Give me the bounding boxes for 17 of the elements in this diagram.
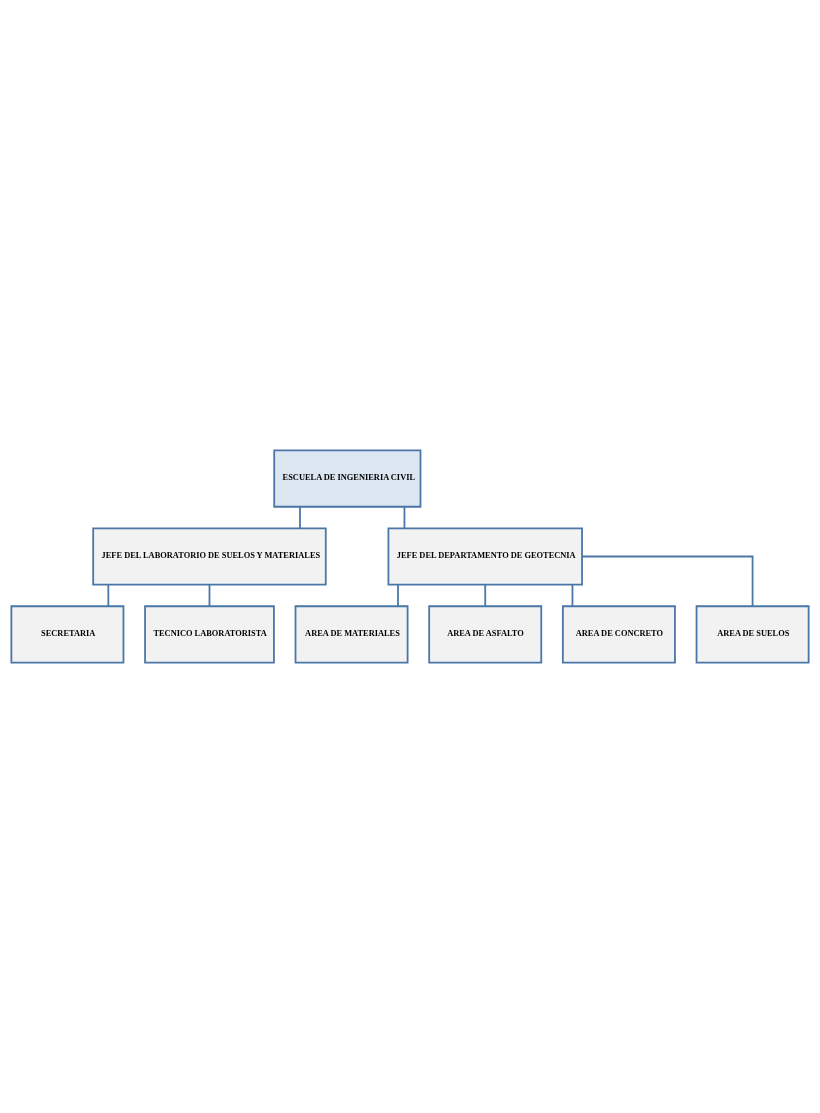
connector <box>484 583 487 608</box>
connector <box>403 506 406 530</box>
node-box: JEFE DEL DEPARTAMENTO DE GEOTECNIA <box>387 527 583 586</box>
node-box: AREA DE MATERIALES <box>294 605 409 664</box>
connector <box>208 583 211 608</box>
node-box: ESCUELA DE INGENIERIA CIVIL <box>273 449 422 508</box>
connector <box>397 583 399 608</box>
node-box: SECRETARIA <box>10 605 125 664</box>
node-box: AREA DE CONCRETO <box>561 605 676 664</box>
connector <box>299 506 301 530</box>
node-box: TECNICO LABORATORISTA <box>144 605 275 664</box>
node-box: JEFE DEL LABORATORIO DE SUELOS Y MATERIALES <box>92 527 327 586</box>
connector <box>581 555 754 607</box>
node-box: AREA DE ASFALTO <box>428 605 543 664</box>
node-box: AREA DE SUELOS <box>695 605 810 664</box>
connector <box>107 583 110 608</box>
connector <box>571 583 574 608</box>
